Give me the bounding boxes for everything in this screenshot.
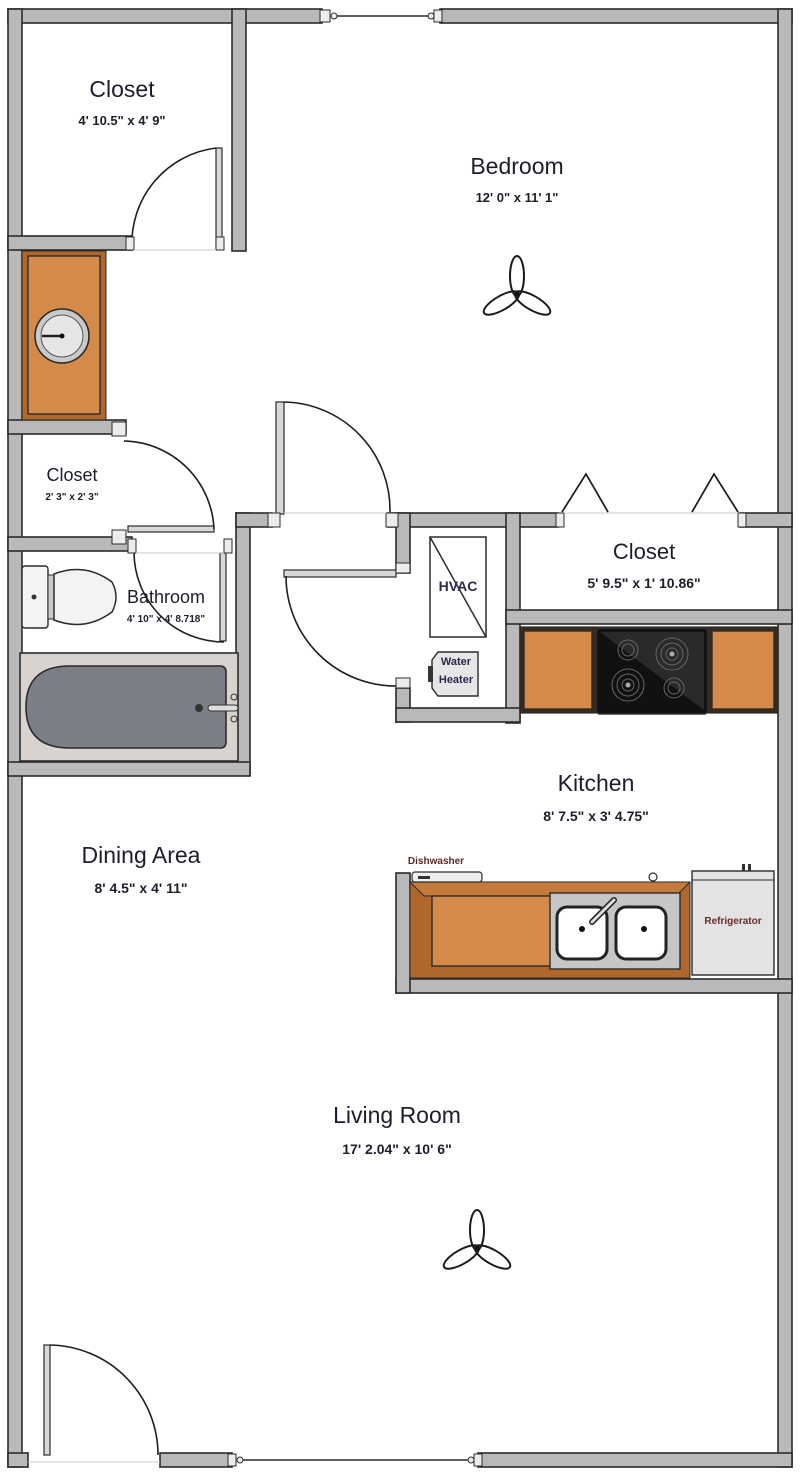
front-door[interactable]	[28, 1344, 160, 1463]
hvac-unit	[429, 536, 487, 638]
room-name: Dining Area	[81, 842, 201, 868]
mechanical-closet-door[interactable]	[283, 562, 411, 689]
window-top	[319, 9, 443, 23]
dishwasher	[411, 871, 658, 883]
bathtub	[19, 652, 239, 762]
small-closet-door[interactable]	[111, 421, 215, 545]
window-bottom	[227, 1453, 483, 1467]
room-name: Bathroom	[126, 587, 206, 607]
double-sink	[549, 892, 681, 970]
hall-closet-bifold-doors[interactable]	[555, 472, 747, 528]
room-name: Closet	[612, 539, 676, 564]
hvac-label: HVAC	[438, 578, 478, 594]
room-dimensions: 17' 2.04" x 10' 6"	[342, 1141, 452, 1157]
room-dimensions: 8' 7.5" x 3' 4.75"	[543, 808, 649, 824]
exterior-walls	[7, 8, 793, 1468]
ceiling-fan-icon	[442, 1209, 512, 1270]
room-dimensions: 4' 10" x 4' 8.718"	[126, 614, 206, 625]
bathroom-vanity	[21, 250, 107, 421]
room-name: Living Room	[333, 1102, 461, 1128]
room-dimensions: 4' 10.5" x 4' 9"	[78, 113, 166, 128]
room-name: Closet	[46, 465, 98, 485]
toilet	[21, 565, 117, 629]
bedroom-closet-door[interactable]	[125, 147, 225, 251]
room-dimensions: 5' 9.5" x 1' 10.86"	[587, 575, 701, 591]
ceiling-fan-icon	[482, 255, 552, 316]
bedroom-door[interactable]	[267, 401, 399, 528]
refrigerator-label: Refrigerator	[704, 916, 762, 927]
cooktop	[595, 627, 709, 715]
interior-walls	[7, 8, 793, 994]
room-name: Kitchen	[557, 770, 635, 796]
room-dimensions: 8' 4.5" x 4' 11"	[94, 880, 188, 896]
water-heater-label-line2: Heater	[438, 674, 474, 686]
bathroom-door[interactable]	[127, 538, 233, 643]
dishwasher-label: Dishwasher	[407, 856, 465, 867]
room-name: Bedroom	[470, 153, 564, 179]
room-dimensions: 12' 0" x 11' 1"	[475, 190, 559, 205]
refrigerator	[691, 864, 775, 976]
water-heater-label-line1: Water	[440, 656, 472, 668]
room-name: Closet	[89, 76, 155, 102]
room-dimensions: 2' 3" x 2' 3"	[45, 492, 99, 503]
water-heater	[428, 651, 479, 697]
